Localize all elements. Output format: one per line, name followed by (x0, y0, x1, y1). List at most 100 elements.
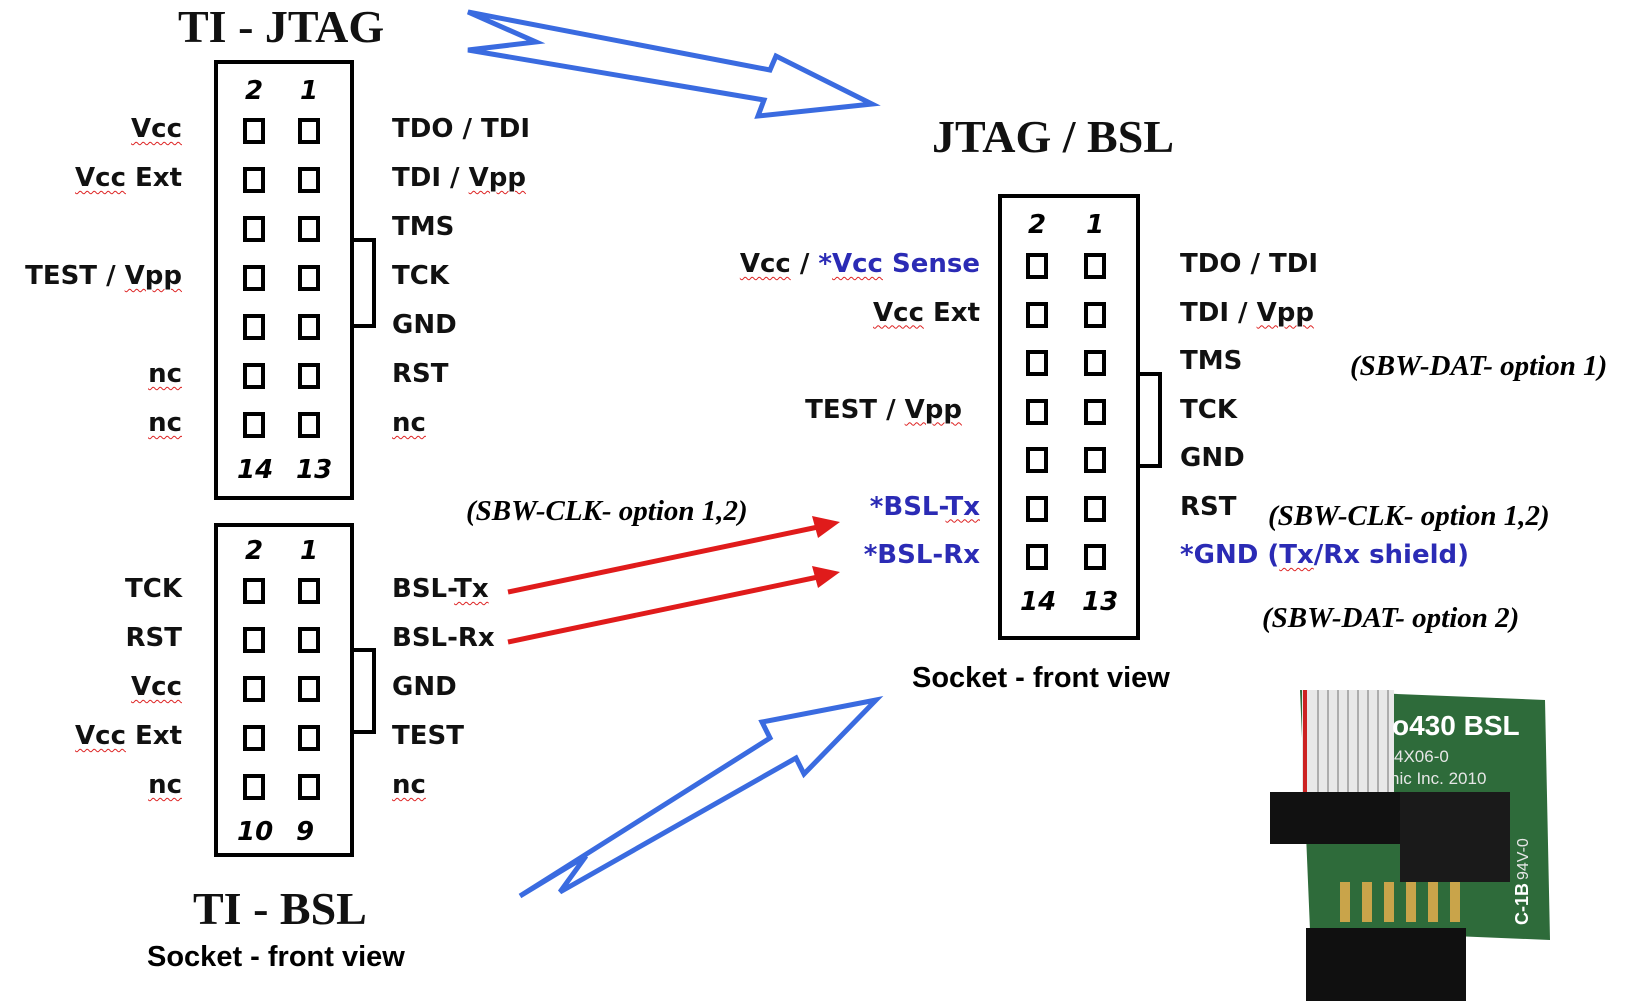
bsl-left-pin-label: Vcc Ext (75, 721, 182, 751)
bsl-pin-hole (243, 578, 265, 604)
jtag-pin-hole (298, 314, 320, 340)
jtag-right-pin-label: TDI / Vpp (392, 163, 526, 193)
jtag-pin-hole (243, 118, 265, 144)
bsl-right-pin-label: GND (392, 672, 457, 702)
jtag-pin-hole (243, 167, 265, 193)
jtag-left-pin-label: Vcc (131, 114, 182, 144)
bsl-right-pin-label: nc (392, 770, 426, 800)
bsl-pin-hole (243, 725, 265, 751)
combo-pin-hole (1084, 447, 1106, 473)
bsl-key-notch (352, 648, 376, 734)
bsl-right-pin-label: BSL-Tx (392, 574, 489, 604)
bsl-right-pin-label: TEST (392, 721, 464, 751)
note-sbw-dat-option-2: (SBW-DAT- option 2) (1262, 602, 1520, 634)
bsl-connector (214, 523, 354, 857)
combo-header-pin-number: 2 (1028, 210, 1047, 240)
combo-right-pin-label: GND (1180, 443, 1245, 473)
bsl-pin-hole (298, 627, 320, 653)
combo-pin-hole (1026, 301, 1048, 328)
bsl-footer-pin-number: 9 (296, 817, 315, 847)
jtag-left-pin-label: nc (148, 359, 182, 389)
combo-right-pin-label: RST (1180, 491, 1237, 522)
jtag-pin-hole (243, 314, 265, 340)
combo-pin-hole (1084, 253, 1106, 279)
combo-right-pin-label: TCK (1180, 394, 1237, 425)
combo-pin-hole (1084, 350, 1106, 376)
note-sbw-clk-right: (SBW-CLK- option 1,2) (1268, 500, 1550, 532)
bsl-left-pin-label: TCK (125, 574, 182, 604)
combo-right-pin-label: TDI / Vpp (1180, 297, 1314, 328)
jtag-to-combo-arrow (466, 9, 881, 119)
bsl-pin-hole (298, 578, 320, 604)
combo-left-pin-label: TEST / Vpp (805, 394, 962, 425)
combo-footer-pin-number: 13 (1082, 586, 1119, 617)
bsl-caption: Socket - front view (147, 941, 405, 973)
jtag-pin-hole (243, 363, 265, 389)
jtag-pin-hole (298, 167, 320, 193)
jtag-right-pin-label: nc (392, 408, 426, 438)
jtag-right-pin-label: RST (392, 359, 449, 389)
bsl-pin-hole (243, 627, 265, 653)
bsl-pin-hole (243, 676, 265, 702)
jtag-pin-hole (243, 265, 265, 291)
bsl-tx-arrow (507, 524, 819, 595)
jtag-pin-hole (243, 412, 265, 438)
combo-pin-hole (1026, 253, 1048, 279)
bsl-pin-hole (298, 774, 320, 800)
jtag-right-pin-label: TMS (392, 212, 455, 242)
jtag-connector (214, 60, 354, 500)
bsl-rx-arrow (507, 574, 819, 645)
jtag-left-pin-label: nc (148, 408, 182, 438)
bsl-right-pin-label: BSL-Rx (392, 623, 495, 653)
jtag-right-pin-label: TDO / TDI (392, 114, 531, 144)
combo-pin-hole (1026, 398, 1048, 425)
jtag-pin-hole (298, 118, 320, 144)
combo-left-pin-label: Vcc Ext (873, 297, 980, 328)
combo-pin-hole (1026, 350, 1048, 376)
jtag-left-pin-label: TEST / Vpp (25, 261, 182, 291)
combo-header-pin-number: 1 (1086, 210, 1105, 240)
bsl-footer-pin-number: 10 (237, 817, 274, 847)
combo-footer-pin-number: 14 (1020, 586, 1057, 617)
jtag-pin-hole (298, 216, 320, 242)
combo-right-pin-label: TDO / TDI (1180, 249, 1319, 279)
jtag-pin-hole (298, 265, 320, 291)
note-sbw-clk-left: (SBW-CLK- option 1,2) (466, 495, 748, 527)
jtag-footer-pin-number: 13 (296, 455, 333, 485)
combo-key-notch (1138, 372, 1162, 468)
bsl-pin-hole (298, 725, 320, 751)
bsl-left-pin-label: Vcc (131, 672, 182, 702)
combo-connector (998, 194, 1140, 640)
jtag-left-pin-label: Vcc Ext (75, 163, 182, 193)
jtag-footer-pin-number: 14 (237, 455, 274, 485)
jtag-header-pin-number: 2 (245, 76, 264, 106)
combo-pin-hole (1084, 544, 1106, 570)
jtag-pin-hole (243, 216, 265, 242)
jtag-title: TI - JTAG (178, 1, 385, 52)
jtag-header-pin-number: 1 (300, 76, 319, 106)
combo-left-pin-label: *BSL-Tx (869, 491, 980, 522)
combo-pin-hole (1084, 301, 1106, 328)
note-sbw-dat-option-1: (SBW-DAT- option 1) (1350, 350, 1608, 382)
combo-pin-hole (1084, 398, 1106, 425)
combo-title: JTAG / BSL (932, 111, 1174, 162)
jtag-pin-hole (298, 363, 320, 389)
bsl-pin-hole (298, 676, 320, 702)
bsl-pin-hole (243, 774, 265, 800)
combo-right-pin-label: *GND (Tx/Rx shield) (1180, 540, 1470, 570)
bsl-header-pin-number: 2 (245, 536, 264, 566)
bsl-title: TI - BSL (193, 883, 367, 934)
combo-pin-hole (1084, 495, 1106, 522)
jtag-right-pin-label: TCK (392, 261, 449, 291)
combo-left-pin-label: *BSL-Rx (863, 540, 980, 570)
combo-pin-hole (1026, 447, 1048, 473)
jtag-key-notch (352, 238, 376, 328)
jtag-pin-hole (298, 412, 320, 438)
bsl-left-pin-label: nc (148, 770, 182, 800)
combo-caption: Socket - front view (912, 662, 1170, 694)
combo-left-pin-label: Vcc / *Vcc Sense (739, 249, 980, 279)
bsl-left-pin-label: RST (125, 623, 182, 653)
bsl-header-pin-number: 1 (300, 536, 319, 566)
combo-pin-hole (1026, 544, 1048, 570)
